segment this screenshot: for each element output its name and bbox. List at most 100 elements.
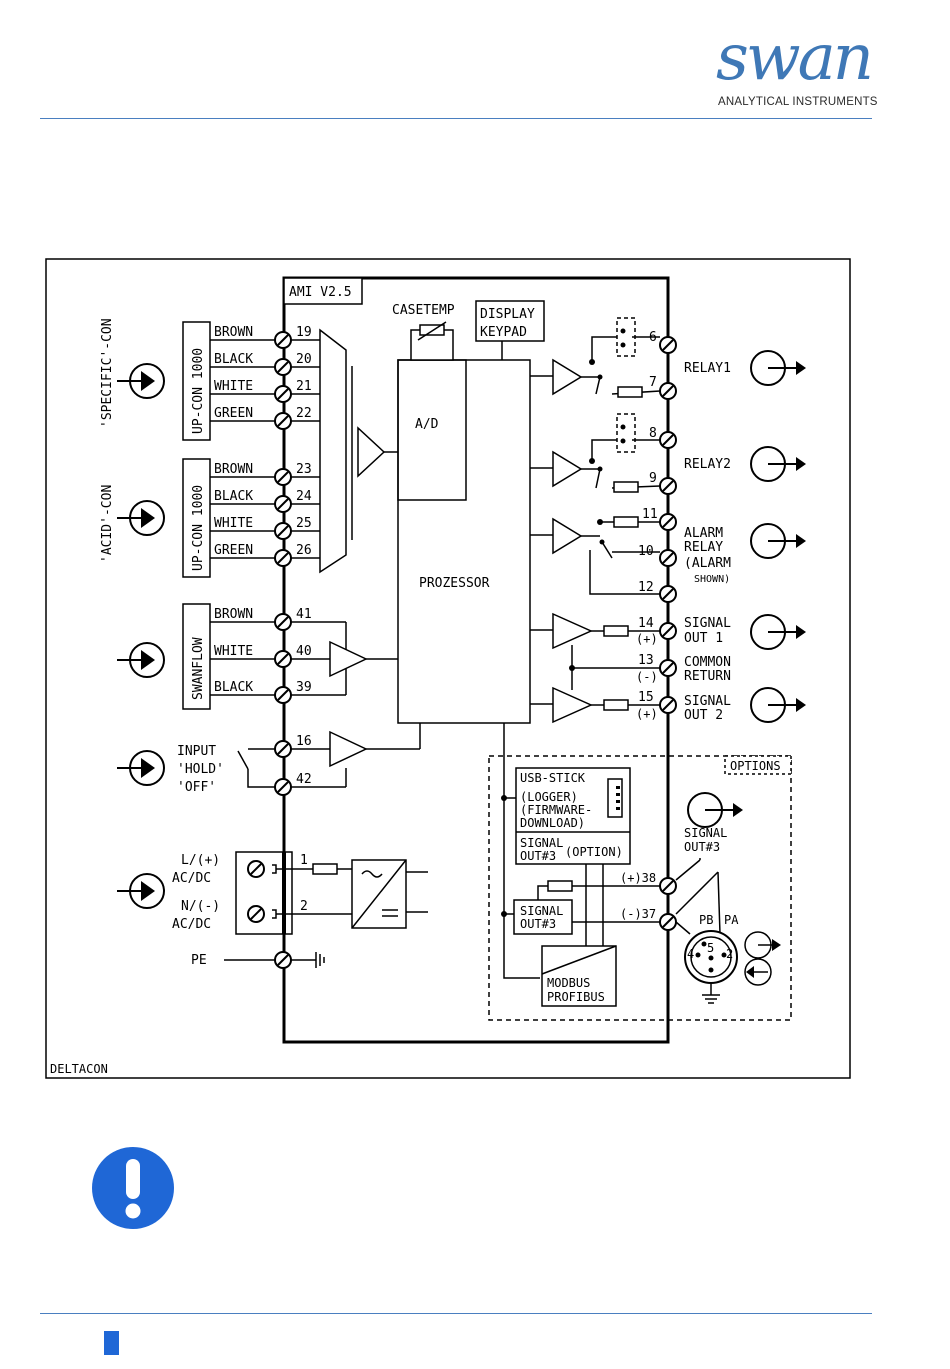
logo-tagline: ANALYTICAL INSTRUMENTS — [718, 96, 878, 108]
terminal-38: (+)38 — [620, 871, 656, 885]
wire-black-2: BLACK — [214, 489, 253, 504]
swanflow-label: SWANFLOW — [191, 637, 206, 700]
ad-label: A/D — [415, 417, 439, 432]
logo-wordmark: swan — [716, 21, 874, 95]
bus-out-icon — [744, 931, 781, 959]
signal1-label: SIGNAL — [684, 616, 731, 631]
hold-input-icon — [116, 750, 165, 786]
terminal-13: 13 — [638, 653, 654, 668]
sensor-inputs: 'SPECIFIC'-CON 'ACID'-CON UP-CON 1000 UP… — [100, 318, 398, 578]
terminal-25: 25 — [296, 516, 312, 531]
wire-green-2: GREEN — [214, 543, 253, 558]
swanflow-wire-black: BLACK — [214, 680, 253, 695]
sensor-specific-label: 'SPECIFIC'-CON — [100, 318, 115, 428]
wire-white-2: WHITE — [214, 516, 253, 531]
modbus-box — [541, 945, 617, 1007]
common-return-label: RETURN — [684, 669, 731, 684]
relay2-label: RELAY2 — [684, 457, 731, 472]
acid-sensor-icon — [116, 500, 165, 536]
terminal-12: 12 — [638, 580, 654, 595]
footer-marker — [104, 1331, 119, 1355]
terminal-39: 39 — [296, 680, 312, 695]
exclamation-icon — [92, 1147, 174, 1229]
wire-black-1: BLACK — [214, 352, 253, 367]
keypad-label: KEYPAD — [480, 325, 527, 340]
wire-brown-1: BROWN — [214, 325, 253, 340]
terminal-16: 16 — [296, 734, 312, 749]
alarm-relay-label: RELAY — [684, 540, 723, 555]
terminal-15: 15 — [638, 690, 654, 705]
bus-connector-icon — [684, 930, 738, 1004]
polarity-14: (+) — [636, 632, 658, 646]
wire-white-1: WHITE — [214, 379, 253, 394]
power-supply: L/(+) AC/DC N/(-) AC/DC 1 2 PE — [116, 851, 428, 969]
terminal-23: 23 — [296, 462, 312, 477]
swanflow-sensor-icon — [116, 642, 165, 678]
footer-rule — [40, 1313, 872, 1314]
wire-green-1: GREEN — [214, 406, 253, 421]
power-l-acdc: AC/DC — [172, 871, 211, 886]
usb-connector-icon — [607, 778, 623, 818]
upcon-label-1: UP-CON 1000 — [191, 348, 206, 434]
signal2-out-label: OUT 2 — [684, 708, 723, 723]
options-section: OPTIONS USB-STICK (LOGGER) (FIRMWARE- DO… — [488, 723, 792, 1021]
usb-firmware-label: (FIRMWARE- — [520, 803, 592, 817]
swanflow-wire-brown: BROWN — [214, 607, 253, 622]
upcon-label-2: UP-CON 1000 — [191, 485, 206, 571]
wire-brown-2: BROWN — [214, 462, 253, 477]
terminal-10: 10 — [638, 544, 654, 559]
pin4-label: 4 — [687, 947, 694, 961]
bus-in-icon — [744, 958, 772, 986]
hold-input: INPUT 'HOLD' 'OFF' 16 42 — [116, 723, 421, 796]
terminal-40: 40 — [296, 644, 312, 659]
options-label: OPTIONS — [730, 759, 781, 773]
terminal-22: 22 — [296, 406, 312, 421]
terminal-41: 41 — [296, 607, 312, 622]
swan-logo: swan ANALYTICAL INSTRUMENTS — [712, 26, 882, 114]
terminal-14: 14 — [638, 616, 654, 631]
so3b-label: SIGNAL — [520, 904, 563, 918]
power-n-acdc: AC/DC — [172, 917, 211, 932]
terminal-21: 21 — [296, 379, 312, 394]
alarm-label: ALARM — [684, 526, 723, 541]
terminal-26: 26 — [296, 543, 312, 558]
input-label: INPUT — [177, 744, 216, 759]
terminal-1: 1 — [300, 853, 308, 868]
alarm-shown-label: (ALARM — [684, 556, 731, 571]
power-input-icon — [116, 873, 165, 909]
signal1-output-icon — [750, 614, 807, 650]
usb-download-label: DOWNLOAD) — [520, 816, 585, 830]
polarity-15: (+) — [636, 707, 658, 721]
power-l-label: L/(+) — [181, 853, 220, 868]
multiplexer — [319, 328, 347, 574]
input-off-label: 'OFF' — [177, 780, 216, 795]
terminal-11: 11 — [642, 507, 658, 522]
terminal-42: 42 — [296, 772, 312, 787]
terminal-8: 8 — [649, 426, 657, 441]
terminal-6: 6 — [649, 330, 657, 345]
terminal-37: (-)37 — [620, 907, 656, 921]
relay2-output-icon — [750, 446, 807, 482]
modbus-label: MODBUS — [547, 976, 590, 990]
alarm-output-icon — [750, 523, 807, 559]
signal1-out-label: OUT 1 — [684, 631, 723, 646]
signal2-output-icon — [750, 687, 807, 723]
pin2-label: 2 — [726, 947, 733, 961]
so3b-out-label: OUT#3 — [520, 917, 556, 931]
terminal-2: 2 — [300, 899, 308, 914]
ground-icon — [291, 952, 325, 968]
terminal-24: 24 — [296, 489, 312, 504]
pe-label: PE — [191, 953, 207, 968]
sigout3-output-icon — [687, 792, 744, 828]
terminal-19: 19 — [296, 325, 312, 340]
specific-sensor-icon — [116, 363, 165, 399]
so3-out-label: OUT#3 — [520, 849, 556, 863]
relay1-label: RELAY1 — [684, 361, 731, 376]
usb-label: USB-STICK — [520, 771, 586, 785]
input-hold-label: 'HOLD' — [177, 762, 224, 777]
alarm-shown-label-2: SHOWN) — [694, 574, 730, 585]
pb-label: PB — [699, 913, 713, 927]
so3-option-label: (OPTION) — [565, 845, 623, 859]
header-rule — [40, 118, 872, 119]
